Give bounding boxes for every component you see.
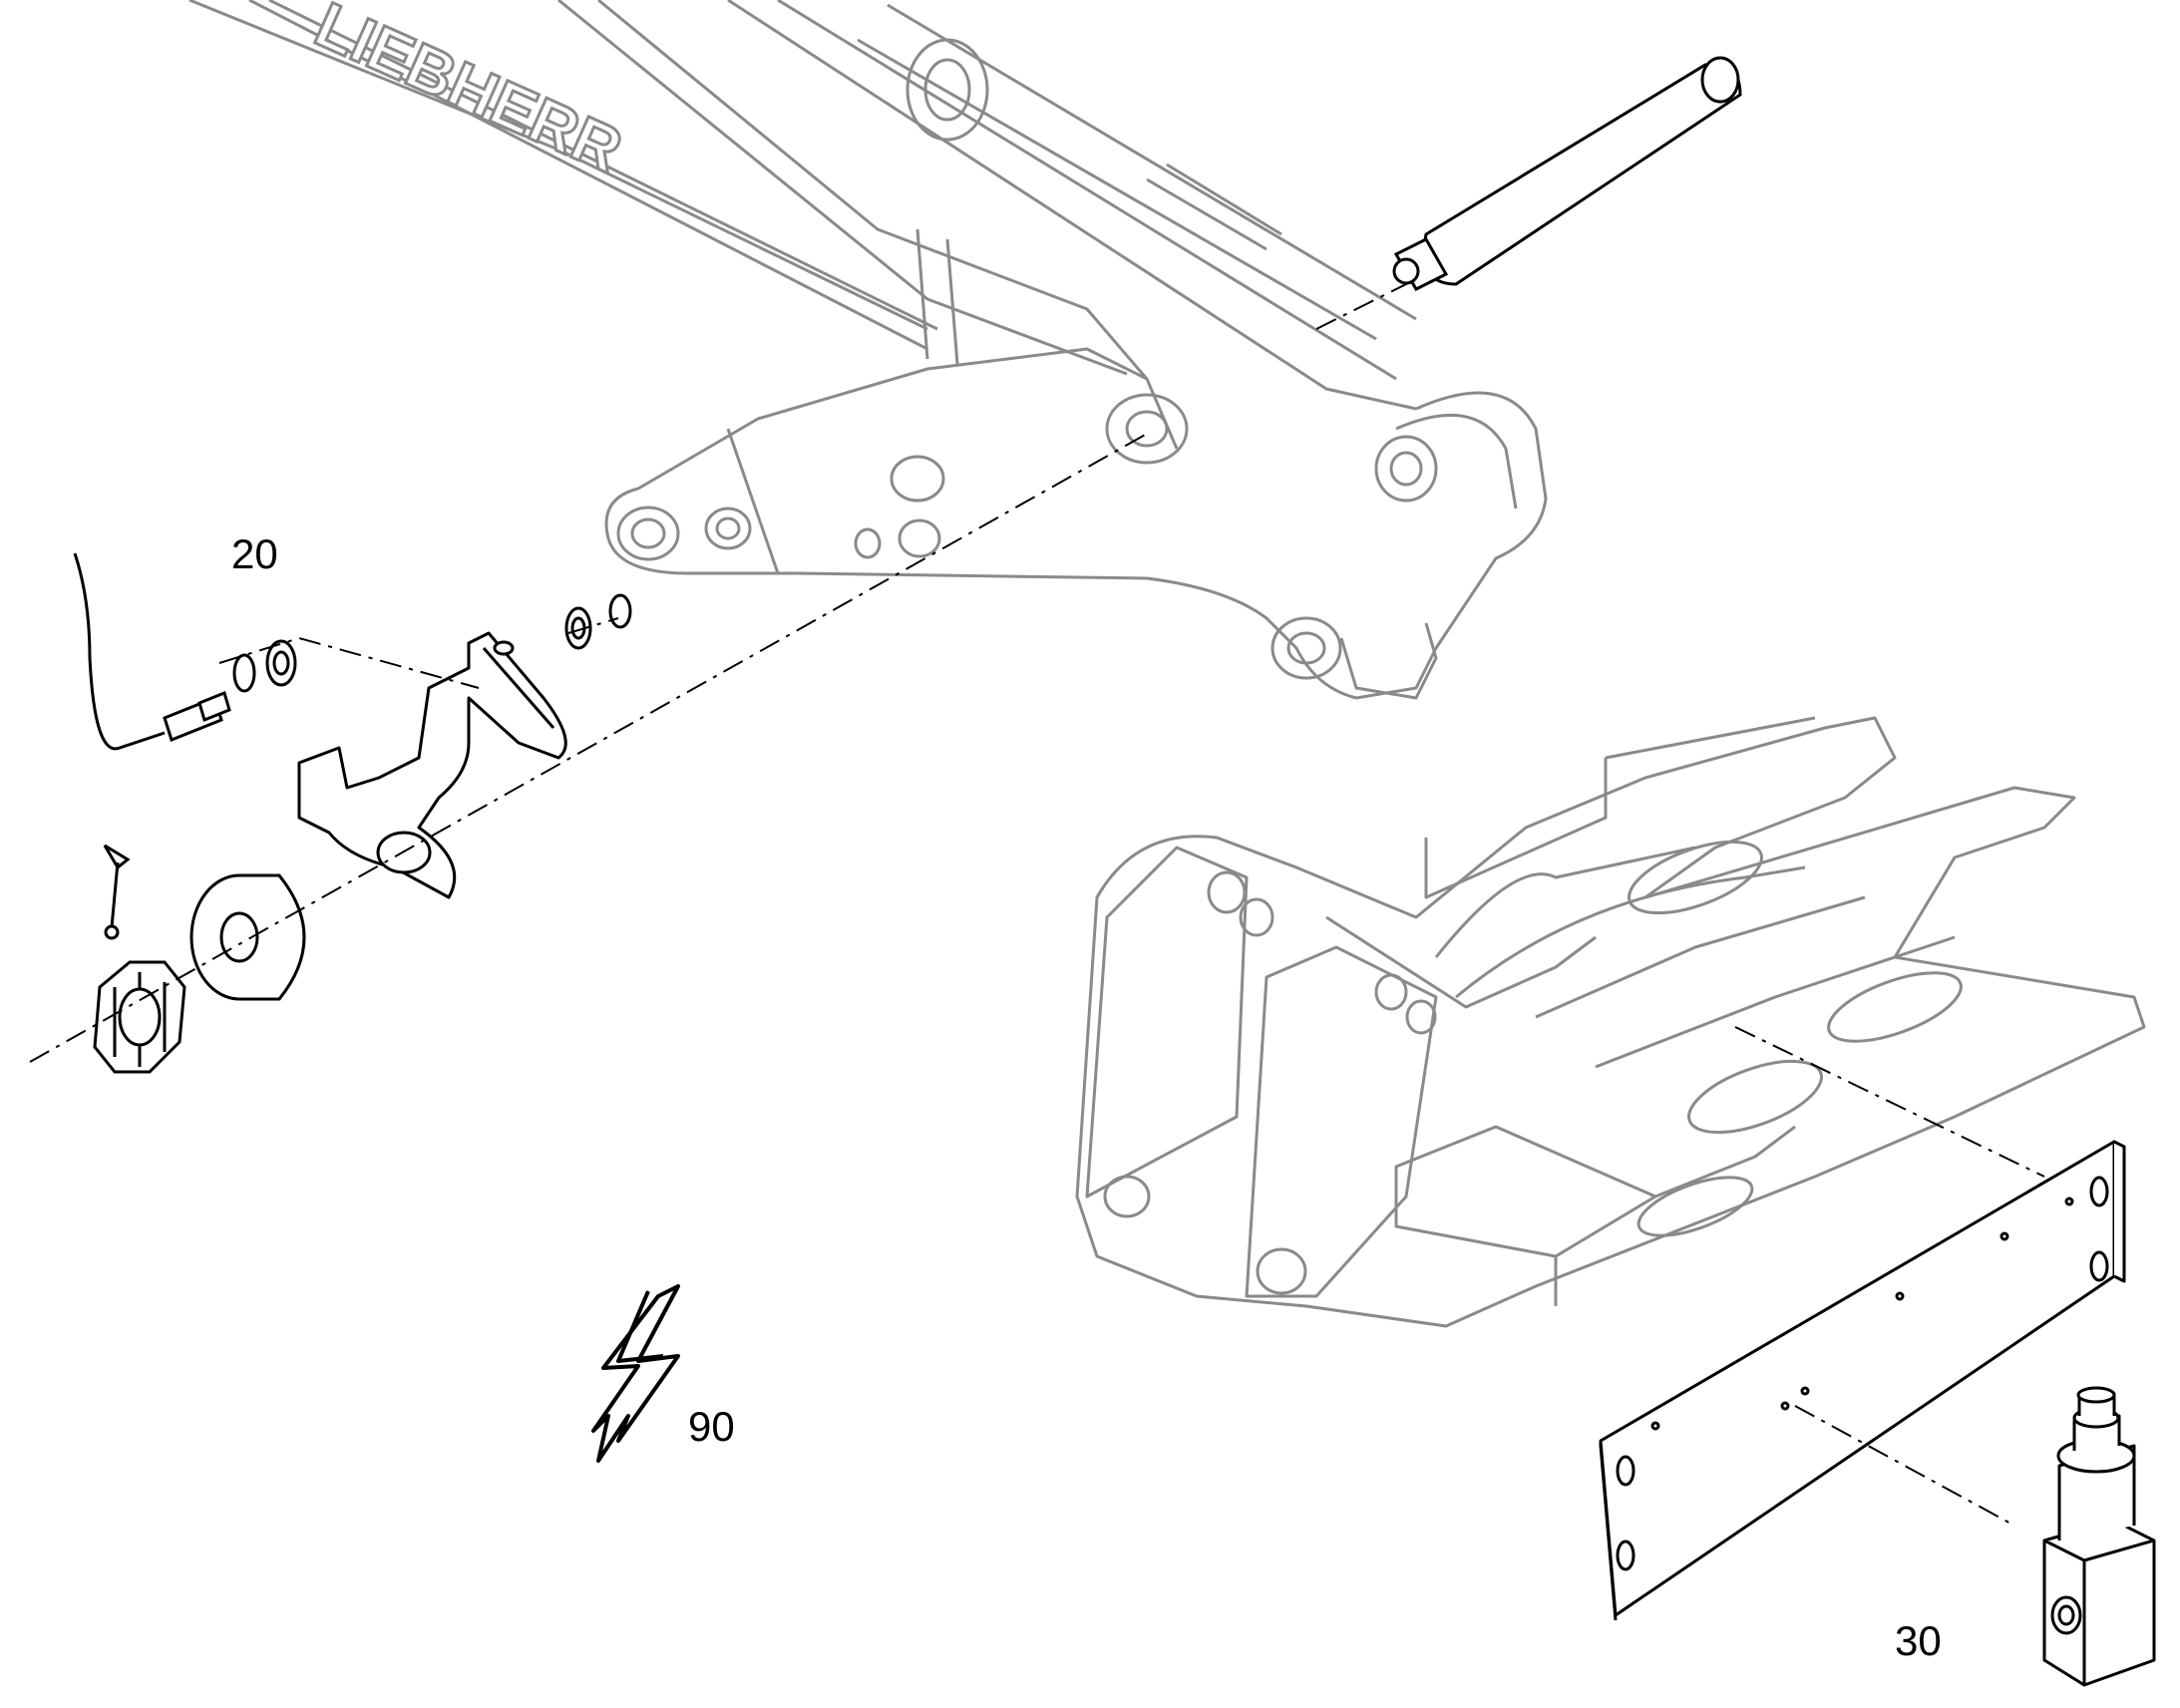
boom-web-1 <box>915 228 929 360</box>
boom-foot-nose <box>604 487 798 575</box>
boom-top-chord <box>727 0 1417 411</box>
callout-part-20: 20 <box>231 530 278 577</box>
boom-foot-plate-edge <box>726 428 780 574</box>
plate-slot <box>1616 1455 1635 1487</box>
thrust-washer <box>189 873 306 1001</box>
mounting-plate <box>1599 1140 2126 1621</box>
centre-line-main-pin <box>29 433 1148 1063</box>
boom-chord-inner <box>557 0 1128 376</box>
centre-line-accumulator <box>1315 278 1417 330</box>
chassis-side-plate-right <box>1245 945 1438 1298</box>
boom-chord <box>597 0 1149 380</box>
chassis-frame <box>1075 716 2146 1328</box>
callout-part-90: 90 <box>688 1403 735 1450</box>
plate-slot <box>2089 1250 2109 1282</box>
boom-foot-pin <box>616 506 680 561</box>
boom-foot-pin-bore <box>630 517 666 549</box>
boom-foot-top <box>637 347 1179 491</box>
bracket-washers <box>564 593 632 650</box>
boom-assembly <box>188 0 1548 700</box>
plate-slot <box>2089 1176 2109 1207</box>
accumulator-cylinder <box>1392 56 1742 291</box>
sensor-cable <box>73 552 166 751</box>
boom-lower-pin <box>1271 616 1342 680</box>
chassis-side-plate-left <box>1085 846 1249 1198</box>
pressure-switch-block <box>2042 1386 2156 1687</box>
castle-nut <box>93 960 186 1074</box>
boom-centre-pin <box>1105 393 1189 465</box>
boom-head-pin <box>1374 435 1438 503</box>
boom-handle <box>1339 622 1438 700</box>
chassis-floor-plate <box>1394 1125 1657 1258</box>
lightning-bolt-icon <box>591 1284 680 1463</box>
proximity-sensor <box>163 690 231 742</box>
boom-lower-edge <box>248 0 928 351</box>
boom-pin-2 <box>704 507 752 550</box>
cotter-pin <box>103 844 131 940</box>
assembly-centre-lines <box>29 278 2045 1527</box>
hydraulic-cylinder <box>857 3 1417 341</box>
cylinder-clamp <box>906 38 989 142</box>
callout-part-30: 30 <box>1895 1617 1942 1664</box>
boom-top-chord-2 <box>777 0 1397 381</box>
centre-line-washer <box>567 617 619 634</box>
boom-head-inner <box>1395 413 1518 510</box>
sensor-bracket <box>297 631 567 899</box>
chassis-outline <box>1075 716 2146 1328</box>
svg-text:LIEBHERR: LIEBHERR <box>305 0 632 186</box>
boom-head-outer <box>1415 391 1548 649</box>
brand-lettering-liebherr: LIEBHERR <box>304 0 634 187</box>
plate-slot <box>1616 1539 1635 1571</box>
boom-foot-bottom <box>797 571 1438 700</box>
centre-line-sensor <box>218 636 480 689</box>
sensor-lock-nut <box>232 639 297 693</box>
boom-upper-edge <box>188 0 928 331</box>
centre-line-plate <box>1734 1026 2045 1178</box>
boom-inner-edge <box>268 0 938 331</box>
boom-web-2 <box>945 238 959 365</box>
